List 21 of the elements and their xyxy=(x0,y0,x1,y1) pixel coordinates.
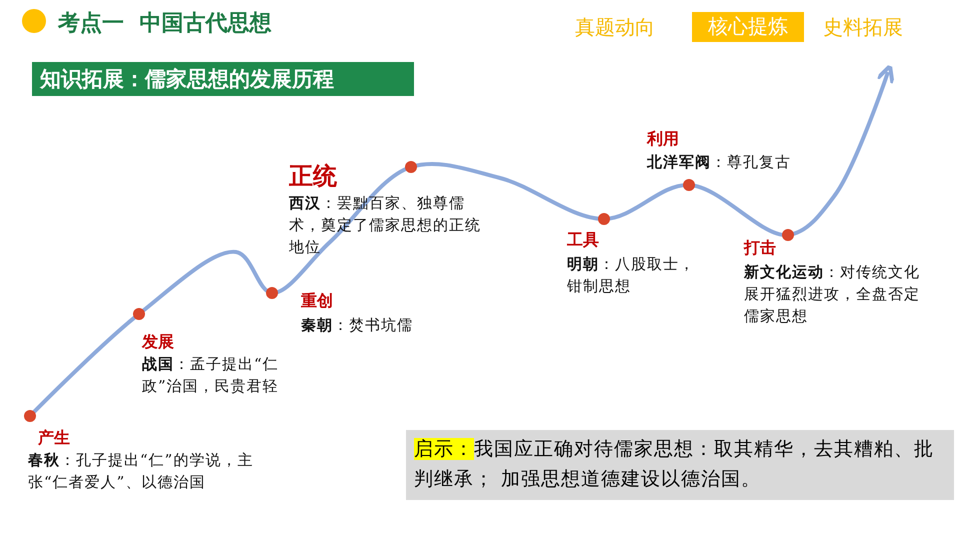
stage-description: 西汉：罢黜百家、独尊儒术，奠定了儒家思想的正统地位 xyxy=(289,193,481,258)
stage-description: 北洋军阀：尊孔复古 xyxy=(647,152,792,173)
title: 考点一 中国古代思想 xyxy=(58,10,272,38)
stage-heading: 发展 xyxy=(142,332,174,353)
stage-description: 春秋：孔子提出“仁”的学说，主张“仁者爱人”、以德治国 xyxy=(28,450,254,493)
insight-box xyxy=(406,430,954,500)
stage-heading: 产生 xyxy=(38,428,70,449)
stage-heading: 重创 xyxy=(301,291,333,312)
stage-heading: 工具 xyxy=(567,230,599,251)
insight-text: 启示：我国应正确对待儒家思想：取其精华，去其糟粕、批判继承； 加强思想道德建设以德治国。 xyxy=(414,437,935,492)
stage-description: 秦朝：焚书坑儒 xyxy=(301,315,414,336)
banner: 知识拓展：儒家思想的发展历程 xyxy=(32,62,414,96)
tab-label: 真题动向 xyxy=(575,14,655,41)
stage-description: 战国：孟子提出“仁政”治国，民贵君轻 xyxy=(142,354,280,397)
stage-heading: 正统 xyxy=(289,160,337,192)
stage-heading: 打击 xyxy=(744,238,776,259)
stage-heading: 利用 xyxy=(647,129,679,150)
tab-label: 史料拓展 xyxy=(823,14,903,41)
stage-description: 明朝：八股取士，钳制思想 xyxy=(567,254,696,297)
active-tab: 核心提炼 xyxy=(692,12,804,42)
stage-description: 新文化运动：对传统文化展开猛烈进攻，全盘否定儒家思想 xyxy=(744,262,921,327)
